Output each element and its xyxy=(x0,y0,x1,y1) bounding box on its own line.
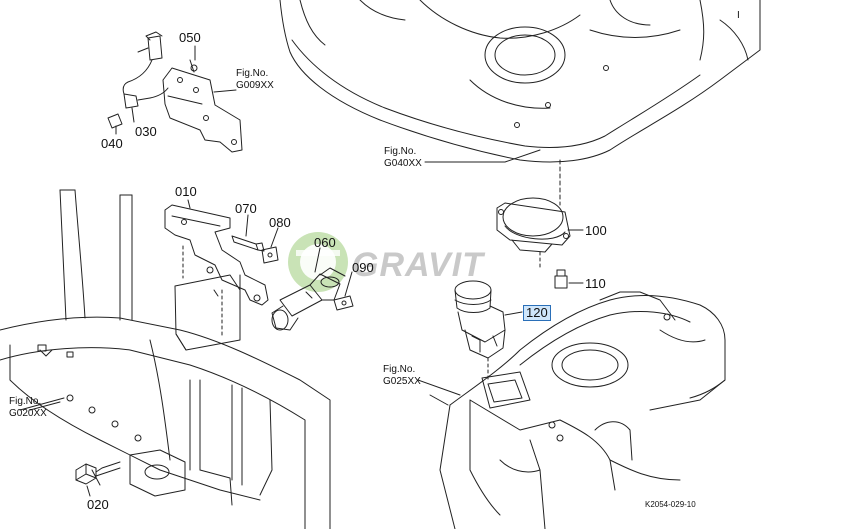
watermark-logo-icon xyxy=(288,232,348,292)
frame-chassis xyxy=(0,189,331,529)
fig-ref-code: G025XX xyxy=(383,375,421,387)
harness-bracket-part xyxy=(107,31,243,153)
callout-020[interactable]: 020 xyxy=(87,497,109,512)
clip-080-part xyxy=(261,227,279,264)
fig-ref-title: Fig.No. xyxy=(384,146,417,157)
clip-090-part xyxy=(333,271,354,311)
callout-060[interactable]: 060 xyxy=(314,235,336,250)
fig-ref-g020xx[interactable]: Fig.No. G020XX xyxy=(9,396,47,419)
hood-assembly xyxy=(279,0,761,206)
callout-010[interactable]: 010 xyxy=(175,184,197,199)
callout-100[interactable]: 100 xyxy=(585,223,607,238)
fig-ref-g040xx[interactable]: Fig.No. G040XX xyxy=(384,146,422,169)
callout-050[interactable]: 050 xyxy=(179,30,201,45)
callout-110[interactable]: 110 xyxy=(585,276,606,291)
bolt-070-part xyxy=(231,214,265,252)
fig-ref-title: Fig.No. xyxy=(383,364,416,375)
bolt-110-part xyxy=(554,269,584,289)
fig-ref-title: Fig.No. xyxy=(236,68,269,79)
fig-ref-g009xx[interactable]: Fig.No. G009XX xyxy=(236,68,274,91)
callout-070[interactable]: 070 xyxy=(235,201,257,216)
fig-ref-title: Fig.No. xyxy=(9,396,42,407)
callout-030[interactable]: 030 xyxy=(135,124,157,139)
corner-mark: I xyxy=(737,10,740,21)
fig-ref-code: G009XX xyxy=(236,79,274,91)
bolt-020-part xyxy=(75,461,121,497)
callout-090[interactable]: 090 xyxy=(352,260,374,275)
leader-lines xyxy=(29,45,541,411)
fig-ref-code: G020XX xyxy=(9,407,47,419)
switch-120-part xyxy=(454,280,523,381)
console-panel xyxy=(429,291,726,529)
fig-ref-code: G040XX xyxy=(384,157,422,169)
callout-120-highlighted[interactable]: 120 xyxy=(523,305,551,321)
callout-040[interactable]: 040 xyxy=(101,136,123,151)
fig-ref-g025xx[interactable]: Fig.No. G025XX xyxy=(383,364,421,387)
bracket-010-part xyxy=(164,199,269,351)
drawing-code: K2054-029-10 xyxy=(645,500,696,509)
watermark-text: GRAVIT xyxy=(352,246,484,284)
callout-080[interactable]: 080 xyxy=(269,215,291,230)
horn-part xyxy=(496,197,584,269)
sensor-060-part xyxy=(271,247,346,331)
